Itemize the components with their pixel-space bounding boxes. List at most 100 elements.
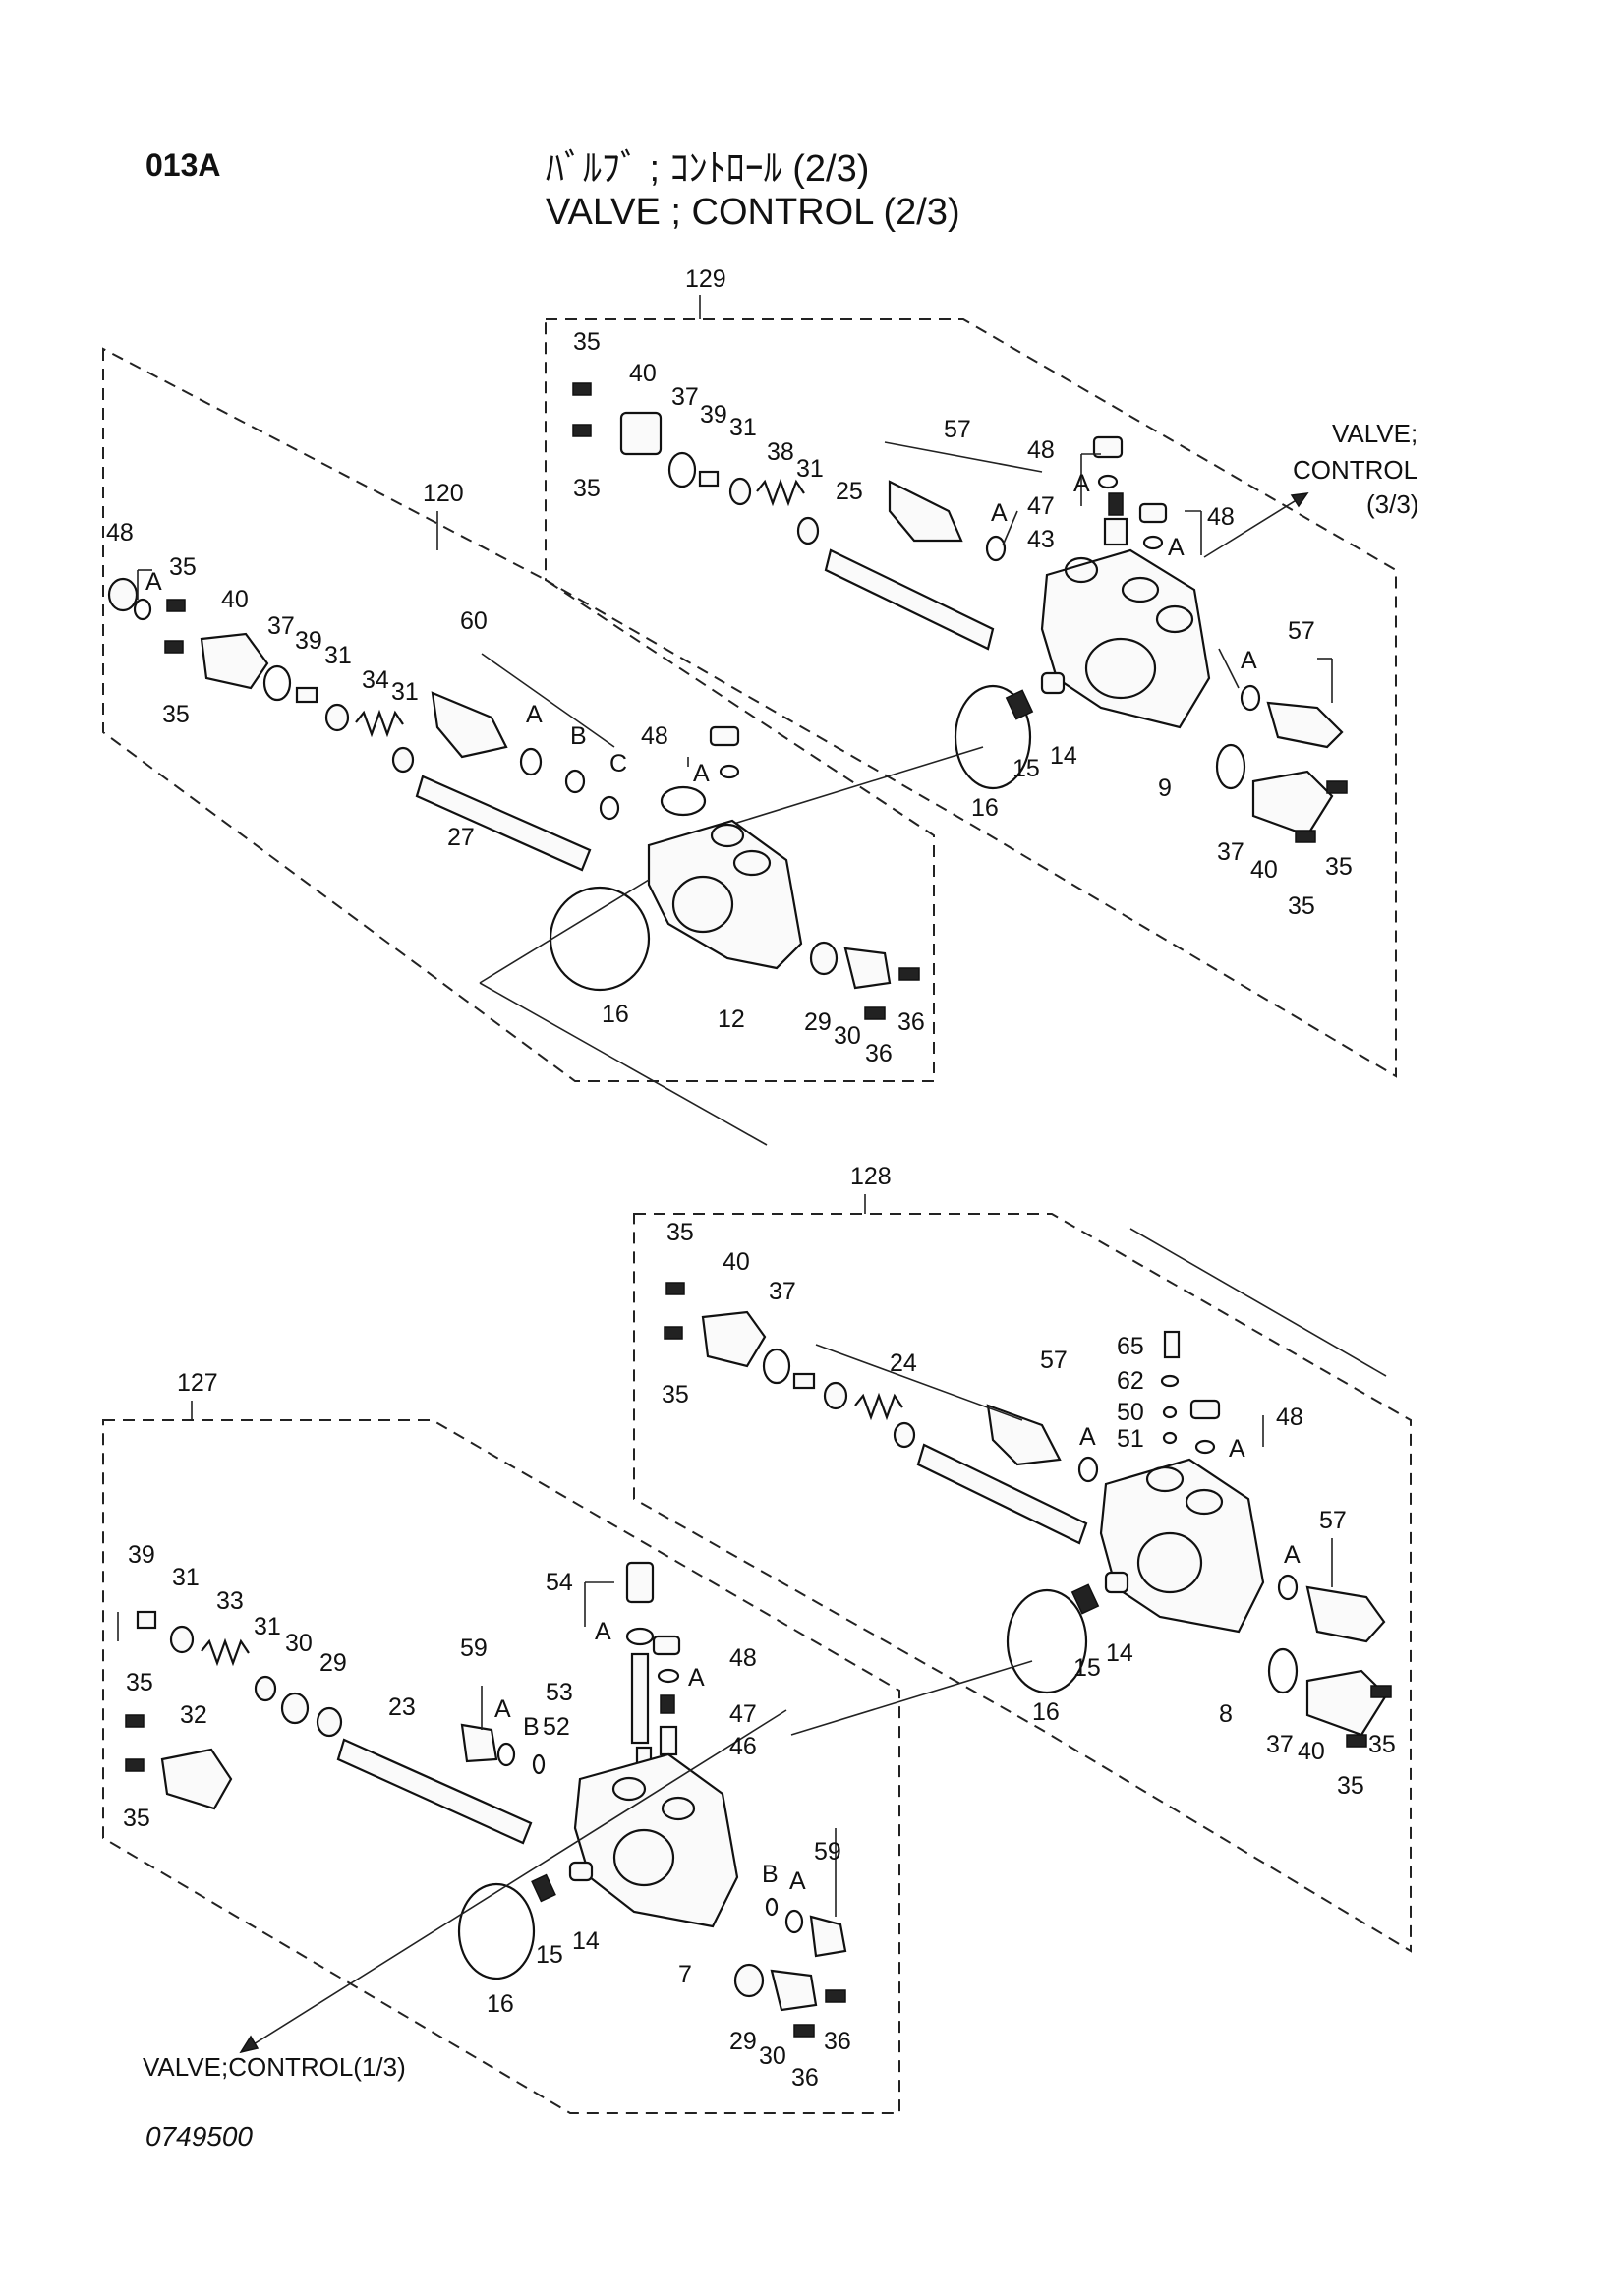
label-53: 53 <box>546 1679 573 1706</box>
label-47-127: 47 <box>729 1700 757 1728</box>
oring-37-128 <box>762 1348 791 1385</box>
label-30-127b: 30 <box>759 2042 786 2070</box>
label-8: 8 <box>1219 1700 1233 1728</box>
label-40: 40 <box>629 360 657 387</box>
relief-valve-57 <box>888 480 963 543</box>
label-48-128: 48 <box>1276 1404 1303 1431</box>
relief-valve-57-128 <box>986 1404 1062 1466</box>
oring-37 <box>667 451 697 488</box>
label-15-127: 15 <box>536 1941 563 1969</box>
label-48b: 48 <box>1207 503 1235 531</box>
label-31-120b: 31 <box>391 678 419 706</box>
seat-30-127 <box>280 1692 310 1725</box>
seat-31-120a <box>324 703 350 732</box>
label-31-127: 31 <box>172 1564 200 1591</box>
label-14: 14 <box>1050 742 1077 770</box>
ref-next-line2: CONTROL <box>1293 455 1418 485</box>
label-B-127b: B <box>762 1861 779 1888</box>
label-62: 62 <box>1117 1367 1144 1395</box>
label-14-127: 14 <box>572 1927 600 1955</box>
spring-38 <box>756 478 805 507</box>
cap-40-128 <box>701 1310 767 1368</box>
label-16-127: 16 <box>487 1990 514 2018</box>
label-31-127b: 31 <box>254 1613 281 1640</box>
oring-37-120 <box>262 664 292 702</box>
label-29-120: 29 <box>804 1008 832 1036</box>
assembly-120: 120 <box>102 347 935 1146</box>
label-16-128: 16 <box>1032 1698 1060 1726</box>
plug-54 <box>625 1561 655 1604</box>
label-36-127b: 36 <box>791 2064 819 2092</box>
seat-31a <box>728 477 752 506</box>
label-37b: 37 <box>1217 838 1244 866</box>
label-35: 35 <box>573 328 601 356</box>
label-35-127: 35 <box>126 1669 153 1696</box>
label-A2: A <box>1168 534 1185 561</box>
label-16-120: 16 <box>602 1001 629 1028</box>
bolt-35-upper <box>572 382 592 396</box>
label-37-120: 37 <box>267 612 295 640</box>
label-60: 60 <box>460 607 488 635</box>
label-37: 37 <box>671 383 699 411</box>
oring-37b <box>1215 743 1246 790</box>
spool-25 <box>824 548 995 651</box>
bolt-35-127a <box>125 1714 145 1728</box>
group-128-boundary <box>633 1213 1412 1953</box>
oring-62 <box>1160 1374 1180 1388</box>
cap-40 <box>619 411 663 456</box>
spool-23 <box>336 1738 533 1845</box>
label-30-120: 30 <box>834 1022 861 1050</box>
label-27: 27 <box>447 824 475 851</box>
poppet-14-127 <box>568 1861 594 1882</box>
label-35-128d: 35 <box>1337 1772 1364 1800</box>
assembly-128: 128 <box>633 1163 1412 1953</box>
ref-next-line3: (3/3) <box>1366 489 1418 519</box>
label-A-120: A <box>145 568 162 596</box>
label-37-128b: 37 <box>1266 1731 1294 1758</box>
bolt-35-128b <box>664 1326 683 1340</box>
label-39-127: 39 <box>128 1541 155 1569</box>
seat-31b <box>796 516 820 545</box>
plug-48b <box>1138 502 1168 524</box>
label-32: 32 <box>180 1701 207 1729</box>
plug-59-127b <box>809 1915 847 1958</box>
spring-47-127 <box>660 1694 675 1714</box>
label-23: 23 <box>388 1693 416 1721</box>
label-33: 33 <box>216 1587 244 1615</box>
spring-15 <box>1005 689 1034 720</box>
label-A-128: A <box>1079 1423 1096 1451</box>
poppet-14-128 <box>1104 1571 1129 1594</box>
group-129-boundary <box>545 318 1397 1078</box>
seal-51 <box>1162 1431 1178 1445</box>
oring-16-128 <box>1006 1588 1088 1694</box>
spool-24 <box>916 1443 1088 1545</box>
label-65: 65 <box>1117 1333 1144 1360</box>
bolt-35-120b <box>164 640 184 654</box>
label-A-128c: A <box>1284 1541 1301 1569</box>
label-39: 39 <box>700 401 727 429</box>
label-35-127b: 35 <box>123 1805 150 1832</box>
stopper-128 <box>792 1372 816 1390</box>
label-57-128: 57 <box>1040 1347 1068 1374</box>
spring-128 <box>854 1392 903 1421</box>
group-120-number: 120 <box>423 480 464 507</box>
plug-48-120 <box>107 577 139 612</box>
label-50: 50 <box>1117 1399 1144 1426</box>
label-51: 51 <box>1117 1425 1144 1453</box>
label-C-120: C <box>609 750 627 777</box>
label-35-128b: 35 <box>662 1381 689 1408</box>
cover-30-127b <box>770 1969 818 2012</box>
label-31: 31 <box>729 414 757 441</box>
label-40b: 40 <box>1250 856 1278 884</box>
label-14-128: 14 <box>1106 1639 1133 1667</box>
assembly-129: 129 <box>545 265 1418 1078</box>
label-48-120: 48 <box>106 519 134 546</box>
oring-37-128b <box>1267 1647 1299 1694</box>
label-36-120b: 36 <box>865 1040 893 1067</box>
spring-34 <box>355 709 404 738</box>
bolt-35c <box>1326 780 1348 794</box>
spring-33 <box>201 1637 250 1667</box>
label-52: 52 <box>543 1713 570 1741</box>
label-24: 24 <box>890 1349 917 1377</box>
